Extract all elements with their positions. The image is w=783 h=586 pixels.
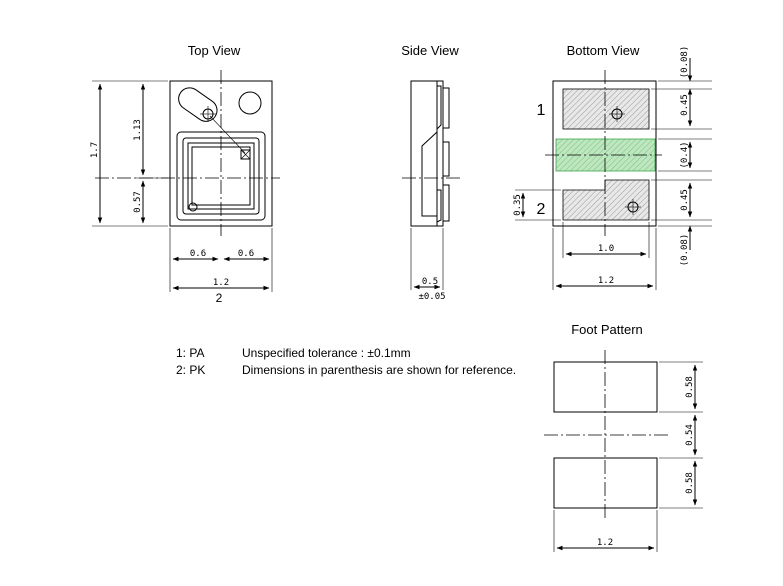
window-inner	[191, 146, 251, 206]
note-reference: Dimensions in parenthesis are shown for …	[242, 363, 516, 377]
foot-pad-top	[553, 361, 658, 413]
dim-foot-width: 1.2	[597, 538, 613, 548]
bottom-pad-1	[562, 88, 650, 130]
window-frame	[182, 137, 260, 215]
dim-right-half: 0.6	[238, 249, 254, 259]
dim-width: 1.2	[213, 278, 229, 288]
side-body-step	[421, 131, 438, 217]
side-lead-bottom	[436, 189, 442, 223]
note-pin1: 1: PA	[176, 346, 204, 360]
dim-left-half: 0.6	[190, 249, 206, 259]
round-hole	[238, 91, 262, 115]
dim-upper: 1.13	[133, 119, 143, 141]
dim-bottom-top-gap: (0.08)	[680, 46, 690, 79]
side-pad-center	[442, 141, 450, 177]
foot-pad-bottom	[553, 457, 658, 509]
side-view: Side View 0.5 ±0.05	[401, 43, 462, 302]
side-pad-2	[442, 184, 450, 222]
dim-foot-gap: 0.54	[685, 424, 695, 446]
bottom-view-outline	[552, 80, 657, 227]
notes: 1: PA 2: PK Unspecified tolerance : ±0.1…	[176, 346, 516, 377]
window-sensor	[187, 142, 255, 210]
note-pin2: 2: PK	[176, 363, 205, 377]
bottom-pad-2	[562, 179, 650, 221]
foot-pattern-title: Foot Pattern	[571, 322, 643, 337]
bottom-pin-1: 1	[537, 102, 546, 119]
dim-foot-pad-top: 0.58	[685, 376, 695, 398]
dim-bottom-pad-width: 1.0	[598, 244, 614, 254]
window-outer	[176, 131, 266, 221]
dim-bottom-pad2: 0.45	[680, 189, 690, 211]
dim-thickness: 0.5	[422, 277, 438, 287]
top-view: Top View 1.7 1.13 0.57	[90, 43, 280, 305]
dim-lower: 0.57	[133, 191, 143, 213]
side-lead-top	[436, 85, 442, 130]
side-pad-1	[442, 87, 450, 129]
side-view-title: Side View	[401, 43, 459, 58]
dim-foot-pad-bottom: 0.58	[685, 472, 695, 494]
dim-thickness-tolerance: ±0.05	[418, 292, 445, 302]
note-tolerance: Unspecified tolerance : ±0.1mm	[242, 346, 411, 360]
dim-bottom-pad1: 0.45	[680, 94, 690, 116]
side-view-outline	[410, 80, 444, 227]
slot-hole	[178, 87, 218, 122]
foot-pattern: Foot Pattern 0.58 0.54 0.58 1.2	[544, 322, 703, 552]
top-view-pin-label: 2	[216, 291, 223, 305]
bottom-view: Bottom View 1 2 (0.08) 0	[513, 43, 712, 290]
top-view-title: Top View	[188, 43, 241, 58]
dim-bottom-bottom-gap: (0.08)	[680, 234, 690, 267]
dim-bottom-width: 1.2	[598, 276, 614, 286]
pad-mark-square	[240, 149, 251, 160]
dim-bottom-center: (0.4)	[680, 141, 690, 168]
bottom-pin-2: 2	[537, 201, 546, 218]
bottom-view-title: Bottom View	[567, 43, 640, 58]
dim-bottom-offset: 0.35	[513, 194, 523, 216]
dim-height: 1.7	[90, 142, 100, 158]
pad-mark-circle	[188, 202, 198, 212]
